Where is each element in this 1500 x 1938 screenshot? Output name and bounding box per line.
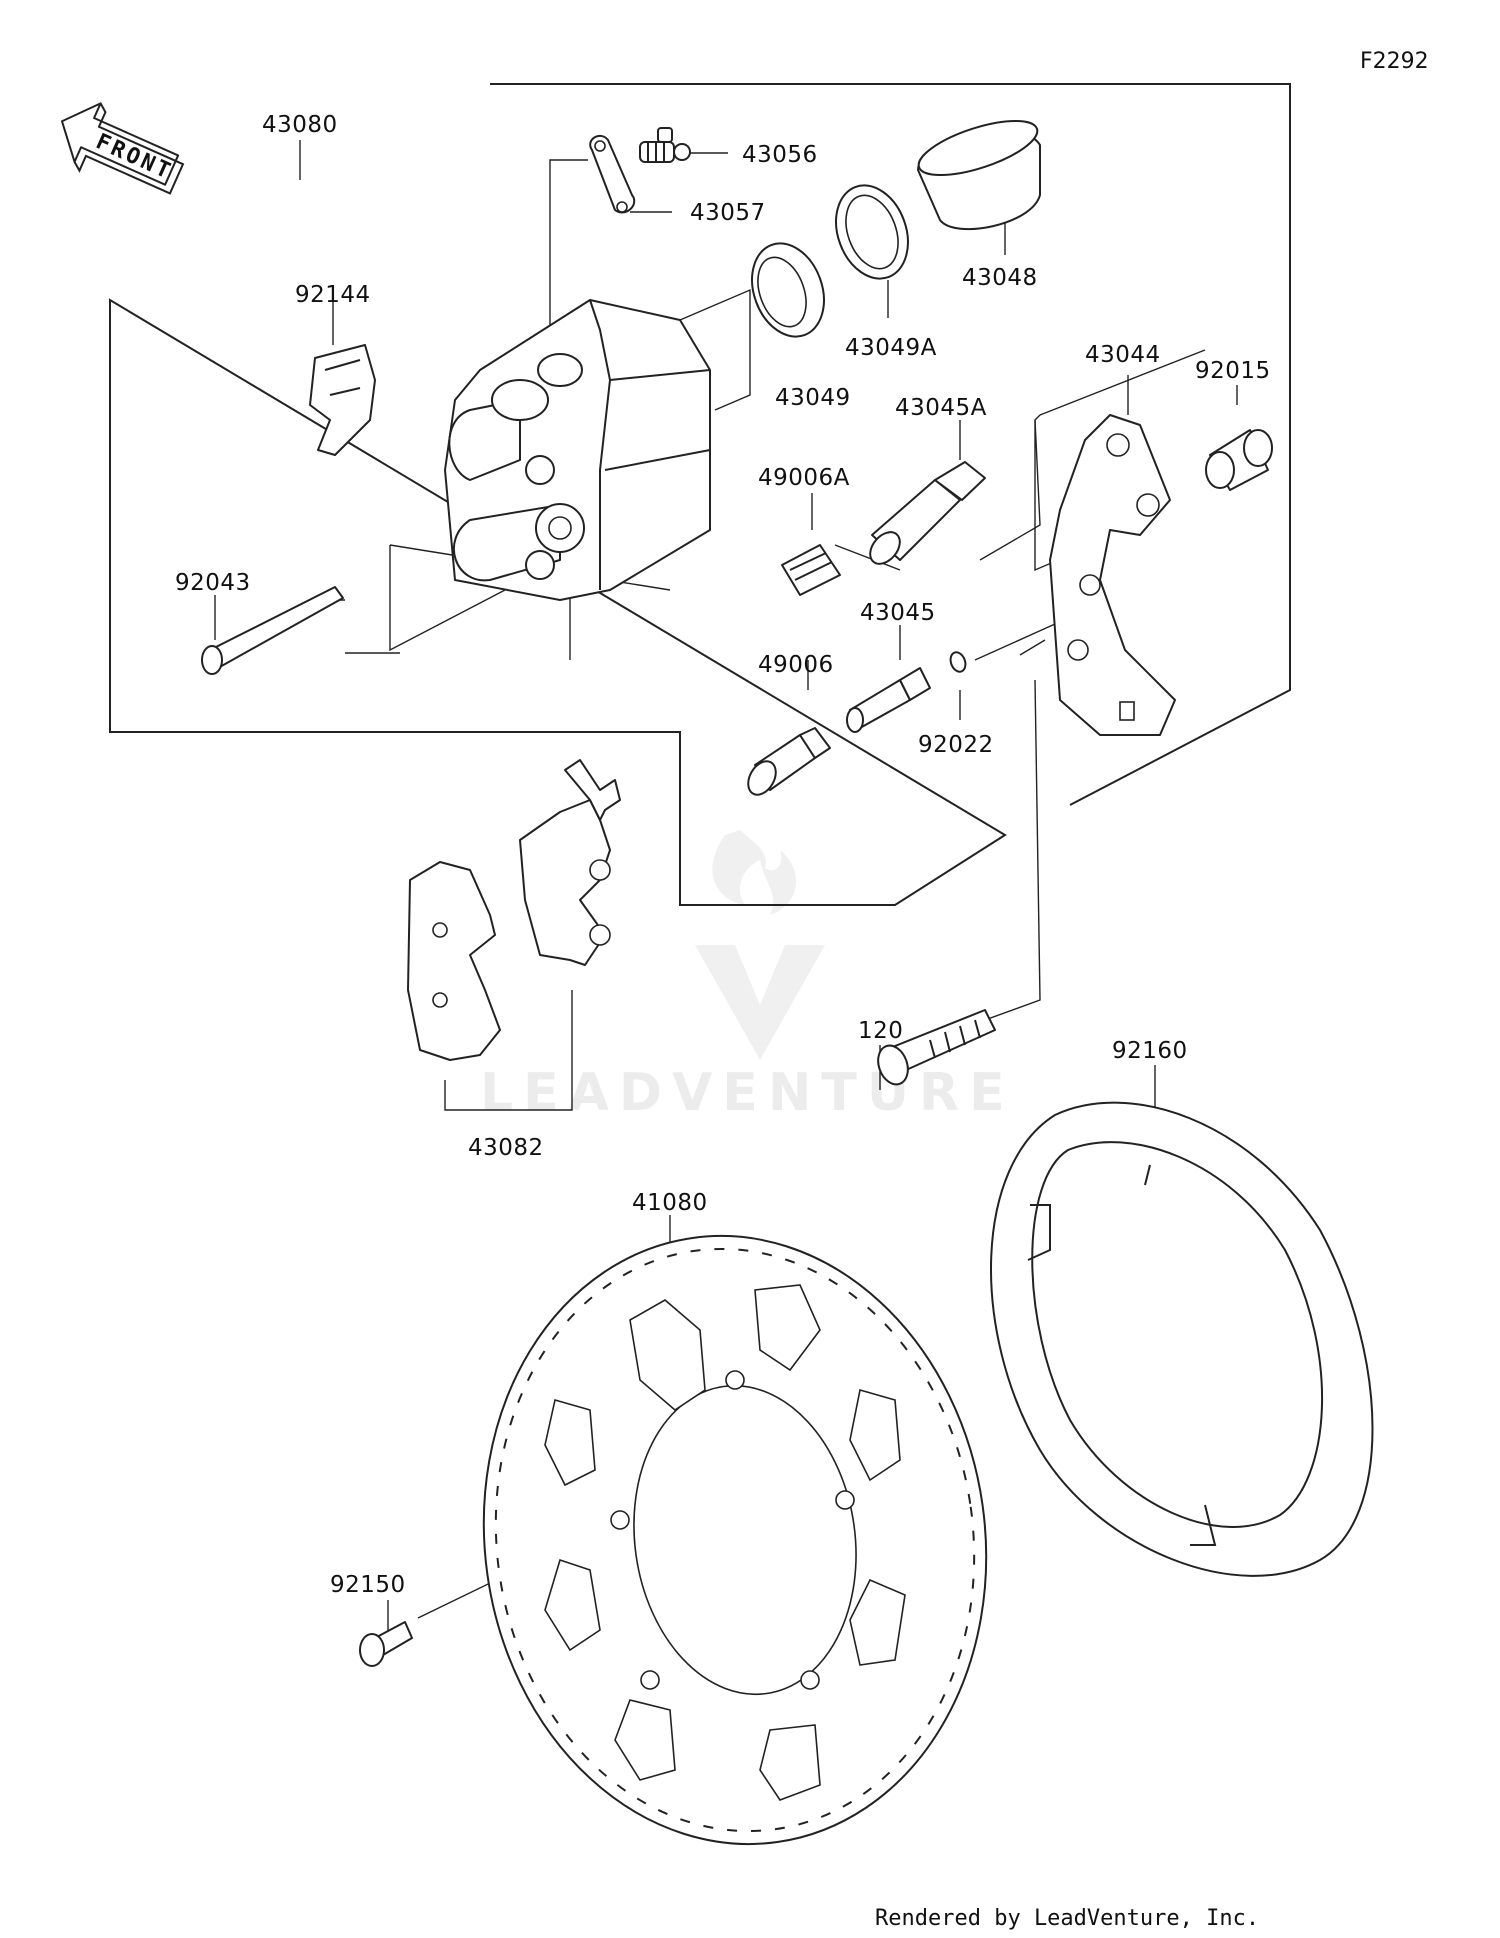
- piston-drawing: [917, 120, 1041, 231]
- caliper-body-drawing: [444, 299, 711, 601]
- part-number-disc-cover: 92160: [1112, 1038, 1188, 1064]
- bleeder-cap-drawing: [589, 134, 636, 214]
- part-number-caliper-assembly: 43080: [262, 112, 338, 138]
- part-number-pad-spring: 92144: [295, 282, 371, 308]
- figure-code: F2292: [1360, 49, 1429, 74]
- part-number-brake-disc: 41080: [632, 1190, 708, 1216]
- brake-disc-drawing: [482, 1234, 988, 1846]
- brake-pads-drawing: [407, 759, 621, 1061]
- part-number-pad-pin: 92043: [175, 570, 251, 596]
- pad-pin-drawing: [201, 586, 344, 675]
- watermark-text: LEADVENTURE: [480, 1063, 1015, 1123]
- holder-collar-drawing: [1205, 429, 1273, 491]
- part-number-bleeder-valve: 43056: [742, 142, 818, 168]
- part-number-piston: 43048: [962, 265, 1038, 291]
- caliper-holder-drawing: [1049, 414, 1176, 736]
- watermark: LEADVENTURE: [480, 830, 1015, 1123]
- pin-drawing: [846, 667, 931, 733]
- caliper-bolt-drawing: [877, 1009, 996, 1086]
- dust-seal-drawing: [835, 184, 909, 280]
- watermark-v-logo: [695, 945, 825, 1060]
- caliper-assembly-frame: [109, 83, 1291, 906]
- part-number-boot-a: 49006A: [758, 465, 850, 491]
- part-number-bleeder-cap: 43057: [690, 200, 766, 226]
- bleeder-valve-drawing: [639, 127, 691, 163]
- part-number-pin: 43045: [860, 600, 936, 626]
- part-number-caliper-bolt: 120: [858, 1018, 903, 1044]
- part-number-labels: 43080 43056 43057 43048 43049A 43049 921…: [175, 112, 1271, 1598]
- pin-a-drawing: [869, 461, 986, 565]
- part-number-caliper-holder: 43044: [1085, 342, 1161, 368]
- boot-drawing: [747, 727, 831, 796]
- part-number-dust-seal: 43049A: [845, 335, 937, 361]
- boot-a-drawing: [781, 544, 841, 596]
- front-arrow-icon: FRONT: [60, 102, 185, 195]
- pad-spring-drawing: [309, 344, 376, 456]
- part-number-piston-seal: 43049: [775, 385, 851, 411]
- part-number-holder-collar: 92015: [1195, 358, 1271, 384]
- disc-bolt-drawing: [359, 1621, 413, 1667]
- circlip-drawing: [949, 651, 967, 673]
- watermark-flame-logo: [712, 830, 797, 915]
- disc-cover-drawing: [990, 1101, 1374, 1577]
- part-number-disc-bolt: 92150: [330, 1572, 406, 1598]
- part-number-boot: 49006: [758, 652, 834, 678]
- part-number-circlip: 92022: [918, 732, 994, 758]
- part-number-brake-pads: 43082: [468, 1135, 544, 1161]
- part-number-pin-a: 43045A: [895, 395, 987, 421]
- render-credit: Rendered by LeadVenture, Inc.: [875, 1906, 1259, 1931]
- piston-seal-drawing: [751, 242, 825, 338]
